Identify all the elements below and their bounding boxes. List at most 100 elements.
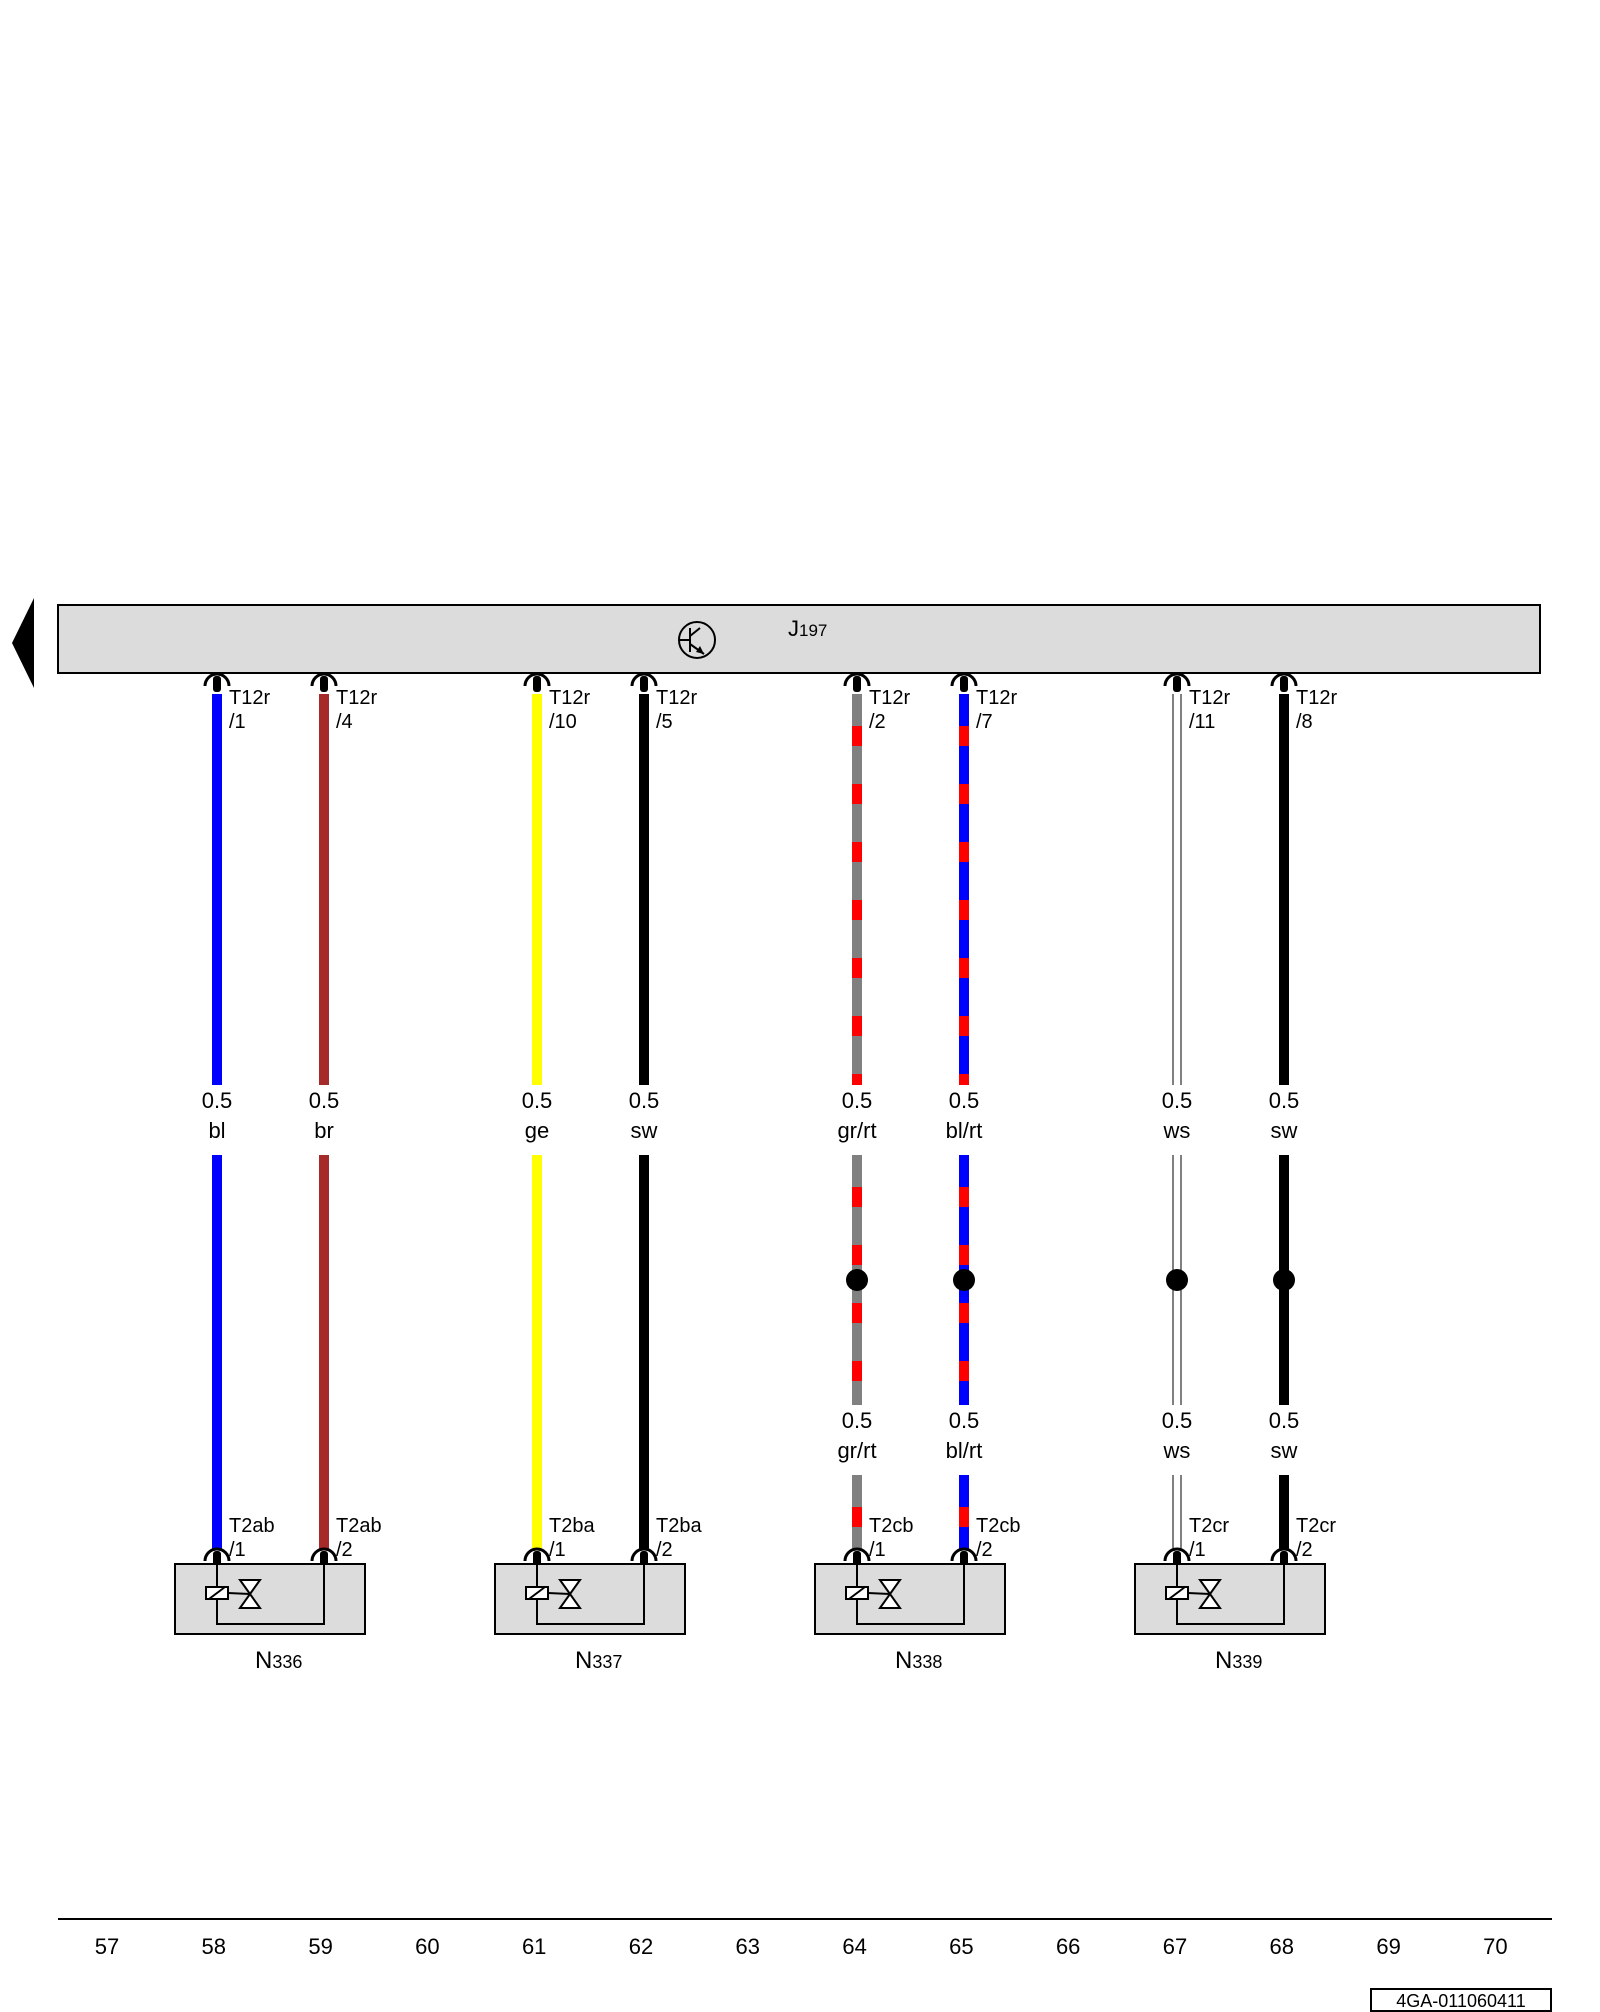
- connector-bottom-icon: [1163, 1547, 1191, 1562]
- pin-label: /2: [656, 1539, 673, 1561]
- wire-color-label: ge: [525, 1118, 549, 1143]
- connector-bottom-icon: [310, 1547, 338, 1562]
- connector-t12r-icon: [1270, 672, 1298, 687]
- connector-label: T2cb: [869, 1515, 913, 1537]
- sheet-id: 4GA-011060411: [1370, 1988, 1552, 2012]
- junction-dot: [1273, 1269, 1295, 1291]
- ruler-number: 70: [1483, 1934, 1508, 1959]
- control-unit-j197: [57, 604, 1541, 674]
- pin-label: /4: [336, 711, 353, 733]
- connector-t12r-icon: [523, 672, 551, 687]
- wire-size-label: 0.5: [949, 1088, 980, 1113]
- wire-color-label: sw: [1271, 1118, 1298, 1143]
- connector-t12r-icon-pin: [320, 676, 328, 692]
- pin-label: /2: [336, 1539, 353, 1561]
- connector-bottom-icon: [843, 1547, 871, 1562]
- ruler-number: 58: [201, 1934, 227, 1959]
- connector-bottom-icon: [1270, 1547, 1298, 1562]
- connector-label: T2cb: [976, 1515, 1020, 1537]
- connector-t12r-icon: [843, 672, 871, 687]
- wire-color-label: gr/rt: [837, 1438, 876, 1463]
- connector-t12r-icon-pin: [853, 676, 861, 692]
- component-label-number: 338: [912, 1652, 942, 1672]
- valve-link: [547, 1592, 571, 1595]
- pin-label: /1: [869, 1539, 886, 1561]
- pin-label: /2: [869, 711, 886, 733]
- ruler-number: 60: [415, 1934, 440, 1959]
- connector-t12r-icon-pin: [1280, 676, 1288, 692]
- ruler-number: 68: [1269, 1934, 1295, 1959]
- connector-t12r-icon-pin: [1173, 676, 1181, 692]
- wire-color-label: sw: [631, 1118, 658, 1143]
- ruler-number: 64: [842, 1934, 867, 1959]
- wire-size-label: 0.5: [1162, 1088, 1193, 1113]
- pin-label: /8: [1296, 711, 1313, 733]
- wire-size-label: 0.5: [1269, 1088, 1300, 1113]
- ruler-number: 63: [735, 1934, 761, 1959]
- component-label-prefix: N: [1215, 1647, 1232, 1674]
- wire-size-label: 0.5: [629, 1088, 660, 1113]
- pin-label: /1: [1189, 1539, 1206, 1561]
- pin-label: /2: [1296, 1539, 1313, 1561]
- wire-tracer: [852, 958, 862, 978]
- wire-tracer: [959, 1016, 969, 1036]
- wire-tracer: [852, 1245, 862, 1265]
- wire-tracer: [959, 958, 969, 978]
- connector-t12r-icon-pin: [213, 676, 221, 692]
- wire-tracer: [959, 1361, 969, 1381]
- wire-tracer: [959, 726, 969, 746]
- component-label-prefix: N: [895, 1647, 912, 1674]
- wire-color-label: ws: [1163, 1118, 1191, 1143]
- pin-label: /1: [229, 1539, 246, 1561]
- connector-label: T2cr: [1189, 1515, 1229, 1537]
- wire-tracer: [959, 900, 969, 920]
- wire-size-label: 0.5: [309, 1088, 340, 1113]
- ruler-number: 62: [628, 1934, 654, 1959]
- pin-label: /11: [1189, 711, 1215, 733]
- wire-tracer: [852, 1187, 862, 1207]
- wire-size-label: 0.5: [522, 1088, 553, 1113]
- wire-tracer: [959, 1074, 969, 1085]
- wire-tracer: [852, 1074, 862, 1085]
- coil-icon-line: [1168, 1586, 1186, 1600]
- wire-tracer: [852, 842, 862, 862]
- junction-dot: [953, 1269, 975, 1291]
- component-label: N337: [575, 1647, 622, 1674]
- component-label: N338: [895, 1647, 942, 1674]
- wire-size-label: 0.5: [949, 1408, 980, 1433]
- wire-tracer: [852, 726, 862, 746]
- connector-label: T2ba: [656, 1515, 702, 1537]
- pin-label: /5: [656, 711, 673, 733]
- ruler-number: 59: [308, 1934, 333, 1959]
- wire-tracer: [852, 1507, 862, 1527]
- pin-label: /1: [549, 1539, 566, 1561]
- connector-t12r-icon: [1163, 672, 1191, 687]
- wire-tracer: [852, 900, 862, 920]
- control-unit-label-prefix: J: [788, 616, 799, 641]
- coil-icon-line: [208, 1586, 226, 1600]
- solenoid-valve-n337: N337: [494, 1563, 686, 1674]
- connector-t12r-icon-pin: [960, 676, 968, 692]
- connector-label: T12r: [336, 687, 377, 709]
- valve-link: [867, 1592, 891, 1595]
- pin-label: /1: [229, 711, 246, 733]
- wire-color-label: gr/rt: [837, 1118, 876, 1143]
- connector-label: T12r: [229, 687, 270, 709]
- wire-color-label: ws: [1163, 1438, 1191, 1463]
- back-arrow-icon[interactable]: [12, 598, 34, 688]
- ruler-number: 57: [94, 1934, 120, 1959]
- wire-color-label: sw: [1271, 1438, 1298, 1463]
- solenoid-valve-n338: N338: [814, 1563, 1006, 1674]
- connector-t12r-icon: [630, 672, 658, 687]
- wire-size-label: 0.5: [842, 1088, 873, 1113]
- control-unit-label: J197: [788, 616, 827, 641]
- wire-tracer: [959, 1303, 969, 1323]
- connector-label: T12r: [1296, 687, 1337, 709]
- ruler-number: 65: [949, 1934, 974, 1959]
